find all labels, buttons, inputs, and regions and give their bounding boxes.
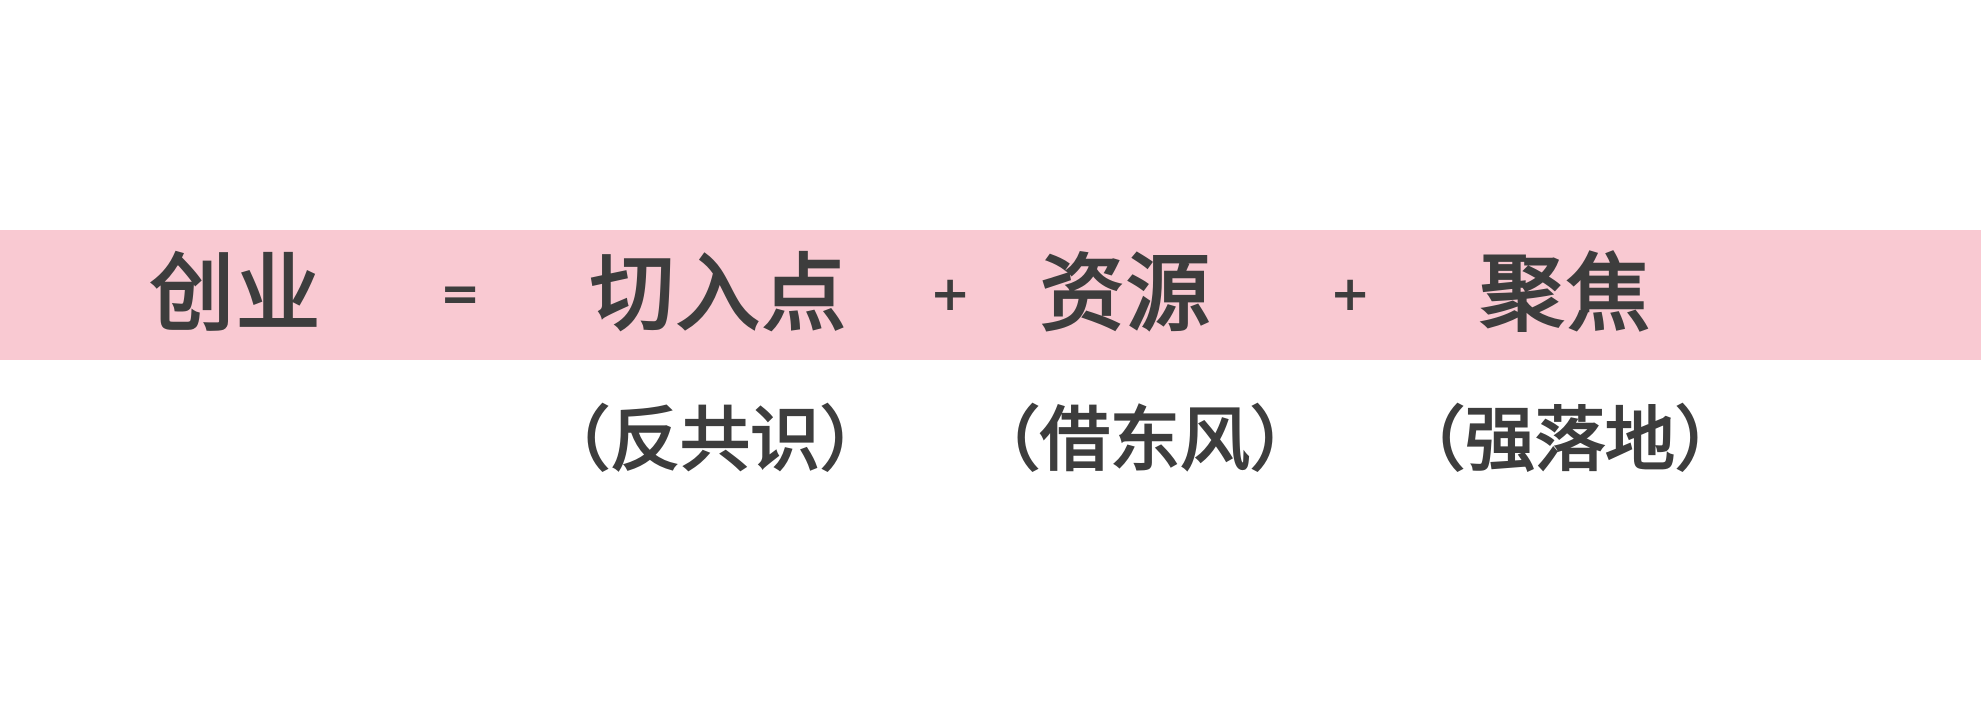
highlight-band <box>0 230 1981 360</box>
note-contrarian: （反共识） <box>540 399 890 481</box>
note-leverage: （借东风） <box>970 399 1320 481</box>
formula-term-entry-point: 切入点 <box>590 245 849 343</box>
plus-sign-2: + <box>1330 266 1371 322</box>
formula-lhs: 创业 <box>150 245 323 343</box>
note-execution: （强落地） <box>1395 399 1745 481</box>
formula-term-focus: 聚焦 <box>1480 245 1653 343</box>
formula-term-resources: 资源 <box>1040 245 1213 343</box>
plus-sign-1: + <box>930 266 971 322</box>
equals-sign: = <box>440 266 481 322</box>
